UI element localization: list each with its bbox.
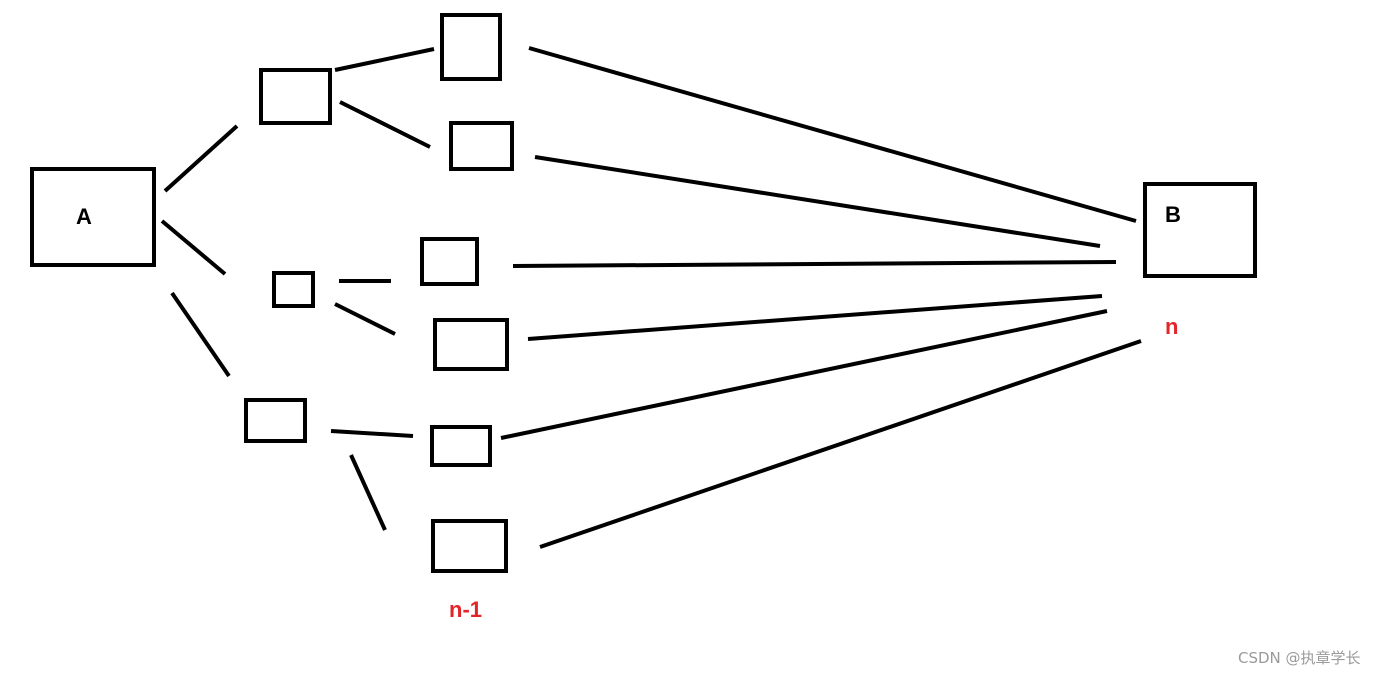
- node-a: A: [30, 167, 156, 267]
- node-level2-4: [433, 318, 509, 371]
- level-label-n: n: [1165, 314, 1178, 339]
- edge-level2-2-to-b: [534, 155, 1101, 248]
- node-level1-lower: [244, 398, 307, 443]
- edge-lower-to-level2-6: [349, 454, 387, 531]
- edge-level2-1-to-b: [528, 46, 1137, 223]
- edge-level2-5-to-b: [500, 309, 1108, 440]
- edge-a-to-lower: [170, 291, 231, 378]
- edge-a-to-upper: [163, 124, 239, 193]
- node-level2-1: [440, 13, 502, 81]
- node-level1-upper: [259, 68, 332, 125]
- level-label-n-minus-1: n-1: [449, 597, 482, 622]
- edge-level2-4-to-b: [527, 294, 1103, 341]
- watermark: CSDN @执章学长: [1238, 649, 1361, 667]
- node-level2-3: [420, 237, 479, 286]
- edge-lower-to-level2-5: [330, 429, 414, 438]
- node-a-label: A: [76, 204, 92, 229]
- edge-level2-3-to-b: [512, 260, 1117, 268]
- node-level2-6: [431, 519, 508, 573]
- edge-upper-to-level2-2: [339, 100, 431, 149]
- edge-level2-6-to-b: [539, 339, 1142, 549]
- node-b-label: B: [1165, 202, 1181, 227]
- edge-upper-to-level2-1: [334, 47, 435, 72]
- node-level1-middle: [272, 271, 315, 308]
- edges: [160, 46, 1142, 549]
- node-level2-5: [430, 425, 492, 467]
- node-b: B: [1143, 182, 1257, 278]
- node-level2-2: [449, 121, 514, 171]
- edge-middle-to-level2-4: [334, 302, 396, 336]
- edge-a-to-middle: [160, 219, 227, 276]
